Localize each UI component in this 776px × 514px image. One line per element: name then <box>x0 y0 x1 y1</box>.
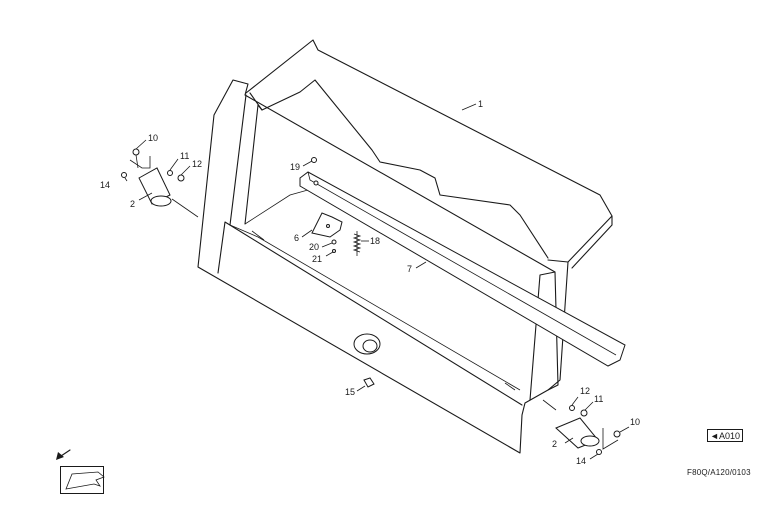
callout-6: 6 <box>294 233 299 243</box>
callout-7: 7 <box>407 264 412 274</box>
callout-21: 21 <box>312 254 322 264</box>
orientation-view-icon <box>65 471 105 490</box>
callout-12-left: 12 <box>192 159 202 169</box>
callout-18: 18 <box>370 236 380 246</box>
callout-11-left: 11 <box>180 151 189 161</box>
right-hinge <box>542 399 621 455</box>
callout-20: 20 <box>309 242 319 252</box>
callout-15: 15 <box>345 387 355 397</box>
bracket <box>311 212 343 238</box>
callout-2-left: 2 <box>130 199 135 209</box>
nut <box>332 249 336 253</box>
rear-wall-panel <box>245 39 613 269</box>
spring <box>352 231 362 256</box>
screw <box>311 157 317 163</box>
front-frame <box>197 79 569 454</box>
callout-2-right: 2 <box>552 439 557 449</box>
callout-19: 19 <box>290 162 300 172</box>
washer <box>331 239 337 245</box>
washer <box>167 170 173 176</box>
nut <box>177 174 185 182</box>
callout-14-left: 14 <box>100 180 110 190</box>
callout-11-right: 11 <box>594 394 603 404</box>
callout-14-right: 14 <box>576 456 586 466</box>
bolt <box>132 148 140 156</box>
callout-12-right: 12 <box>580 386 590 396</box>
drawing-code: F80Q/A120/0103 <box>687 468 751 477</box>
left-hinge <box>121 148 199 218</box>
leader-lines <box>124 103 630 460</box>
reference-box: ◄A010 <box>707 429 743 442</box>
guide-rail <box>299 171 626 367</box>
callout-labels: 1 2 2 6 7 10 10 11 11 12 12 14 14 15 18 … <box>100 99 640 466</box>
grommet-hole <box>353 333 381 355</box>
pin <box>596 449 602 455</box>
arrow-down-left-icon <box>56 449 71 460</box>
washer <box>569 405 575 411</box>
bolt <box>613 430 621 438</box>
callout-1: 1 <box>478 99 483 109</box>
callout-10-left: 10 <box>148 133 158 143</box>
callout-10-right: 10 <box>630 417 640 427</box>
pin <box>121 172 127 178</box>
nut <box>580 409 588 417</box>
orientation-view-frame <box>60 466 104 494</box>
bolt <box>363 377 375 388</box>
